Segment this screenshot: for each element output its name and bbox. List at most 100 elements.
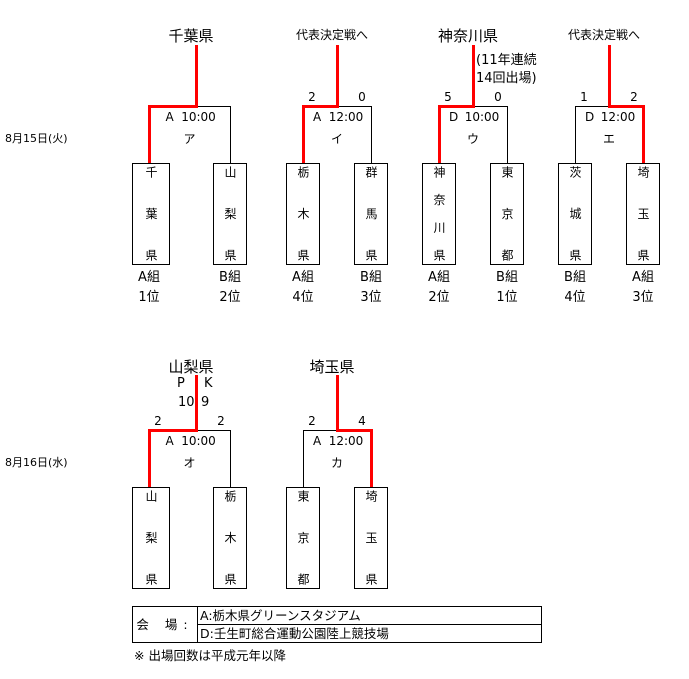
match-venue: D (449, 110, 459, 124)
winner-line (336, 429, 373, 432)
winner-line (195, 375, 198, 431)
bracket-line (575, 106, 576, 163)
team-group: A組 (292, 270, 314, 285)
team-box: 埼玉県 (354, 487, 388, 589)
team-box: 山梨県 (213, 163, 247, 265)
match-code: カ (330, 456, 344, 470)
match-time: 10:00 (181, 434, 216, 448)
match-code: イ (330, 132, 344, 146)
team-name: 東京都 (500, 166, 514, 261)
match-venue: A (165, 110, 174, 124)
team-name: 群馬県 (364, 166, 378, 261)
venue-d: D:壬生町総合運動公園陸上競技場 (197, 624, 542, 643)
match-date: 8月16日(水) (5, 456, 68, 469)
match-venue: A (313, 110, 322, 124)
match-date: 8月15日(火) (5, 132, 68, 145)
team-name: 山梨県 (223, 166, 237, 261)
footnote: ※ 出場回数は平成元年以降 (134, 648, 286, 663)
match-venue: A (165, 434, 174, 448)
winner-line (642, 105, 645, 163)
team-name: 栃木県 (223, 490, 237, 585)
match-result: 山梨県 (168, 358, 214, 376)
match-code: ウ (466, 132, 480, 146)
bracket-line (371, 106, 372, 163)
match-result: 代表決定戦へ (295, 28, 369, 42)
winner-line (438, 105, 441, 163)
team-box: 茨城県 (558, 163, 592, 265)
team-group: B組 (496, 270, 518, 285)
team-rank: 4位 (564, 290, 586, 305)
team-box: 栃木県 (213, 487, 247, 589)
venue-table: 会 場: A:栃木県グリーンスタジアム D:壬生町総合運動公園陸上競技場 (132, 606, 542, 643)
score: 2 (308, 414, 316, 428)
appearance-note: 14回出場) (476, 71, 537, 86)
team-name: 埼玉県 (364, 490, 378, 585)
team-box: 群馬県 (354, 163, 388, 265)
team-name: 東京都 (296, 490, 310, 585)
match-result: 代表決定戦へ (567, 28, 641, 42)
match-result: 千葉県 (168, 27, 214, 45)
team-group: B組 (219, 270, 241, 285)
pk-label: P (177, 376, 185, 391)
bracket-line (303, 430, 304, 487)
match-time: 12:00 (600, 110, 636, 124)
score: 2 (217, 414, 225, 428)
team-box: 東京都 (286, 487, 320, 589)
pk-score: 10 (178, 395, 195, 410)
winner-line (148, 429, 198, 432)
winner-line (148, 429, 151, 487)
team-group: B組 (564, 270, 586, 285)
team-name: 茨城県 (568, 166, 582, 261)
team-box: 千葉県 (132, 163, 170, 265)
winner-line (302, 105, 305, 163)
team-name: 栃木県 (296, 166, 310, 261)
winner-line (195, 45, 198, 107)
pk-label: K (204, 376, 213, 391)
team-name: 山梨県 (144, 490, 158, 585)
match-code: オ (183, 456, 196, 470)
match-time: 10:00 (181, 110, 216, 124)
score: 2 (308, 90, 316, 104)
team-group: A組 (632, 270, 654, 285)
team-group: B組 (360, 270, 382, 285)
match-code: エ (602, 132, 616, 146)
bracket-line (507, 106, 508, 163)
team-rank: 4位 (292, 290, 314, 305)
winner-line (608, 105, 645, 108)
team-name: 千葉県 (144, 166, 158, 261)
score: 4 (358, 414, 366, 428)
pk-score: 9 (201, 395, 210, 410)
score: 2 (630, 90, 638, 104)
team-rank: 3位 (632, 290, 654, 305)
bracket-line (230, 430, 231, 487)
winner-line (302, 105, 339, 108)
team-group: A組 (138, 270, 160, 285)
score: 2 (154, 414, 162, 428)
team-box: 神奈川県 (422, 163, 456, 265)
winner-line (608, 45, 611, 107)
team-name: 埼玉県 (636, 166, 650, 261)
team-box: 東京都 (490, 163, 524, 265)
winner-line (370, 429, 373, 487)
match-result: 埼玉県 (309, 358, 355, 376)
winner-line (148, 105, 151, 163)
bracket-line (230, 106, 231, 163)
match-code: ア (183, 132, 196, 146)
match-time: 10:00 (464, 110, 500, 124)
score: 0 (494, 90, 502, 104)
team-rank: 3位 (360, 290, 382, 305)
winner-line (472, 45, 475, 107)
team-name: 神奈川県 (432, 166, 446, 261)
team-rank: 1位 (138, 290, 160, 305)
appearance-note: (11年連続 (476, 53, 537, 68)
score: 5 (444, 90, 452, 104)
team-rank: 2位 (428, 290, 450, 305)
winner-line (148, 105, 198, 108)
match-venue: A (313, 434, 322, 448)
team-box: 栃木県 (286, 163, 320, 265)
team-box: 埼玉県 (626, 163, 660, 265)
match-result: 神奈川県 (437, 27, 499, 45)
team-rank: 1位 (496, 290, 518, 305)
match-venue: D (585, 110, 595, 124)
